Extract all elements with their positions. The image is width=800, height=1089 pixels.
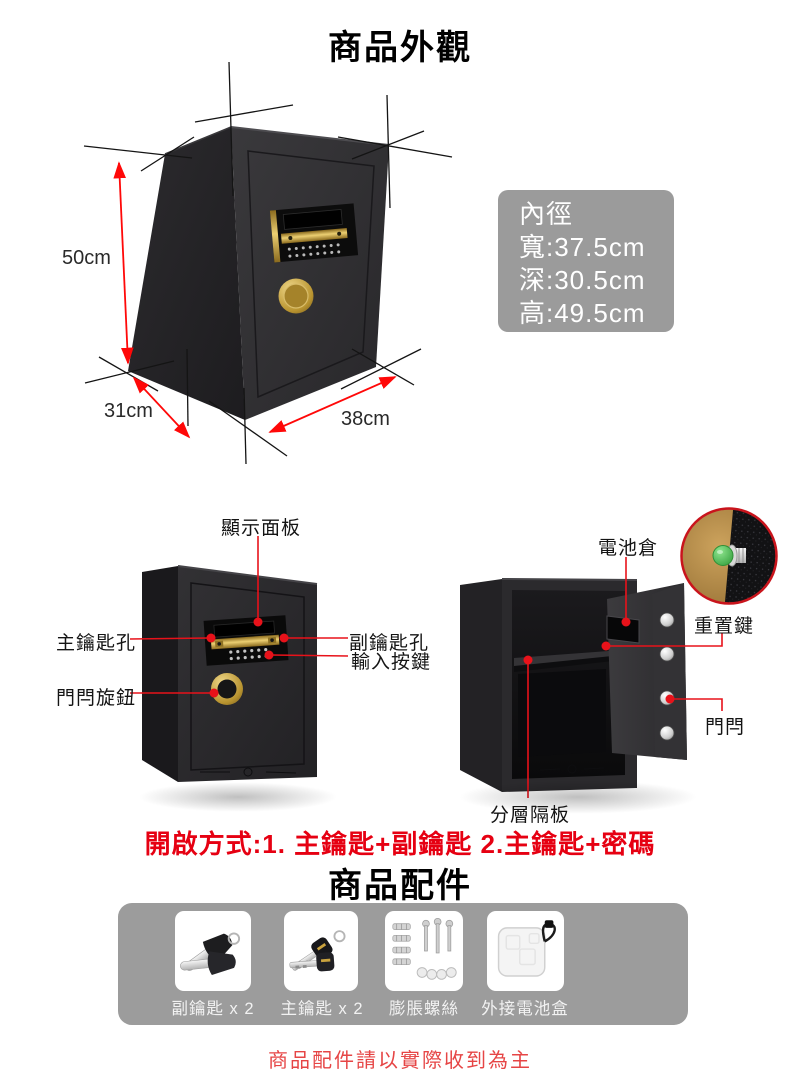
- height-dimension-label: 50cm: [62, 247, 111, 269]
- door-latch-label: 門閂: [705, 717, 746, 738]
- inner-dimensions-box: 內徑 寬:37.5cm 深:30.5cm 高:49.5cm: [498, 190, 674, 332]
- shelf-divider-label: 分層隔板: [490, 805, 571, 826]
- depth-dimension-label: 31cm: [104, 400, 153, 422]
- open-door: [606, 583, 687, 760]
- sub-keys-photo: [175, 911, 251, 991]
- main-keys-label: 主鑰匙 x 2: [280, 1000, 364, 1018]
- sub-keyhole-label: 副鑰匙孔: [349, 633, 430, 654]
- expansion-screws-label: 膨脹螺絲: [389, 1000, 459, 1018]
- safe-interior: [512, 590, 625, 779]
- reset-button: [712, 544, 746, 567]
- latch-knob-label: 門閂旋鈕: [56, 688, 137, 709]
- callout-dots: [206, 617, 675, 704]
- safe-exterior-illustration: [128, 126, 390, 420]
- battery-compartment: [606, 615, 640, 644]
- accessories-title: 商品配件: [328, 867, 472, 905]
- inner-height: 高:49.5cm: [519, 298, 646, 328]
- reset-key-label: 重置鍵: [694, 616, 755, 637]
- inner-dimensions-heading: 內徑: [519, 199, 574, 229]
- shelf-divider: [514, 650, 622, 669]
- main-keyhole: [217, 642, 222, 646]
- battery-box-photo: [487, 911, 564, 991]
- left-safe-shadow: [138, 782, 338, 812]
- sub-keys-label: 副鑰匙 x 2: [171, 1000, 255, 1018]
- width-dimension-label: 38cm: [341, 408, 390, 430]
- reset-button-inset: [680, 507, 778, 605]
- expansion-screws-photo: [385, 911, 463, 991]
- gold-knob: [278, 278, 314, 314]
- door-latch-bolts: [659, 612, 675, 741]
- display-panel-label: 顯示面板: [221, 518, 302, 539]
- inner-depth: 深:30.5cm: [519, 265, 646, 295]
- battery-compartment-label: 電池倉: [598, 538, 659, 559]
- dimension-arrows: [113, 161, 397, 439]
- accessories-note: 商品配件請以實際收到為主: [268, 1050, 532, 1072]
- safe-front-illustration: [142, 565, 318, 782]
- right-safe-shadow: [458, 780, 698, 814]
- safe-open-illustration: [460, 578, 687, 792]
- main-keys-photo: [284, 911, 358, 991]
- sub-keyhole: [270, 638, 274, 642]
- appearance-title: 商品外觀: [328, 29, 472, 67]
- input-keys: [229, 648, 268, 661]
- input-keys-label: 輸入按鍵: [351, 652, 432, 673]
- main-keyhole-label: 主鑰匙孔: [56, 633, 137, 654]
- latch-knob: [211, 673, 243, 705]
- keypad-panel-front: [203, 615, 289, 666]
- keypad-panel: [269, 203, 359, 263]
- inner-width: 寬:37.5cm: [519, 232, 646, 262]
- battery-box-label: 外接電池盒: [481, 1000, 569, 1018]
- open-methods-text: 開啟方式:1. 主鑰匙+副鑰匙 2.主鑰匙+密碼: [144, 829, 656, 859]
